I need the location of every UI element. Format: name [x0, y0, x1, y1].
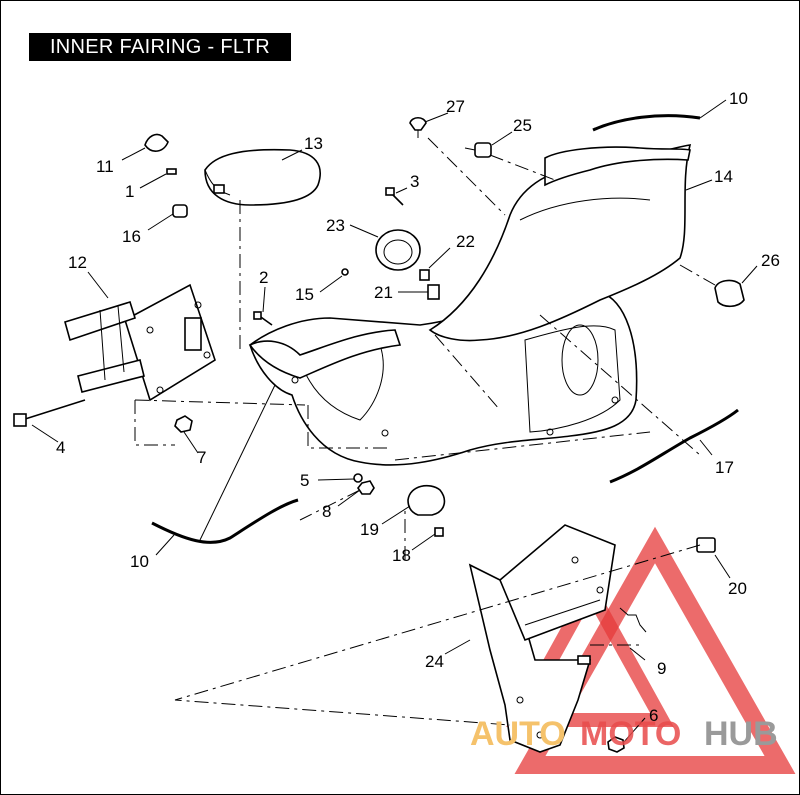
callout-6: 6: [649, 706, 658, 725]
callout-19: 19: [360, 520, 379, 539]
lower-bracket: [468, 524, 616, 753]
tray-cover: [204, 148, 321, 206]
callout-12: 12: [68, 253, 87, 272]
callout-24: 24: [425, 652, 444, 671]
callout-5: 5: [300, 471, 309, 490]
diagram-title: INNER FAIRING - FLTR: [29, 33, 291, 61]
mounting-bracket: [64, 283, 216, 402]
callout-13: 13: [304, 134, 323, 153]
callout-15: 15: [295, 285, 314, 304]
callout-labels: 11 1 16 13 12 2 3 23 22 21 15 27 25 10 1…: [56, 89, 780, 725]
cables: [151, 114, 739, 544]
watermark: [506, 526, 796, 774]
callout-10-top: 10: [729, 89, 748, 108]
callout-21: 21: [374, 283, 393, 302]
watermark-triangle-outer: [514, 526, 796, 774]
callout-8: 8: [322, 502, 331, 521]
callout-1: 1: [125, 182, 134, 201]
callout-22: 22: [456, 232, 475, 251]
callout-27: 27: [446, 97, 465, 116]
callout-4: 4: [56, 438, 65, 457]
watermark-text: AUTO MOTO HUB: [470, 715, 778, 753]
callout-7: 7: [197, 448, 206, 467]
callout-9: 9: [657, 659, 666, 678]
callout-16: 16: [122, 227, 141, 246]
callout-3: 3: [410, 172, 419, 191]
callout-20: 20: [728, 579, 747, 598]
callout-18: 18: [392, 546, 411, 565]
fairing-cap: [428, 144, 692, 342]
callout-25: 25: [513, 116, 532, 135]
callout-23: 23: [326, 216, 345, 235]
callout-2: 2: [259, 268, 268, 287]
watermark-triangle-inner: [506, 575, 674, 727]
leader-lines: [31, 99, 758, 743]
watermark-hub: HUB: [704, 715, 778, 753]
watermark-moto: MOTO: [580, 715, 681, 753]
callout-10-bottom: 10: [130, 552, 149, 571]
assembly-lines: [134, 137, 716, 726]
callout-17: 17: [715, 458, 734, 477]
hardware-parts: [13, 116, 745, 753]
callout-14: 14: [714, 167, 733, 186]
watermark-auto: AUTO: [470, 715, 566, 753]
callout-26: 26: [761, 251, 780, 270]
callout-11: 11: [96, 157, 114, 176]
